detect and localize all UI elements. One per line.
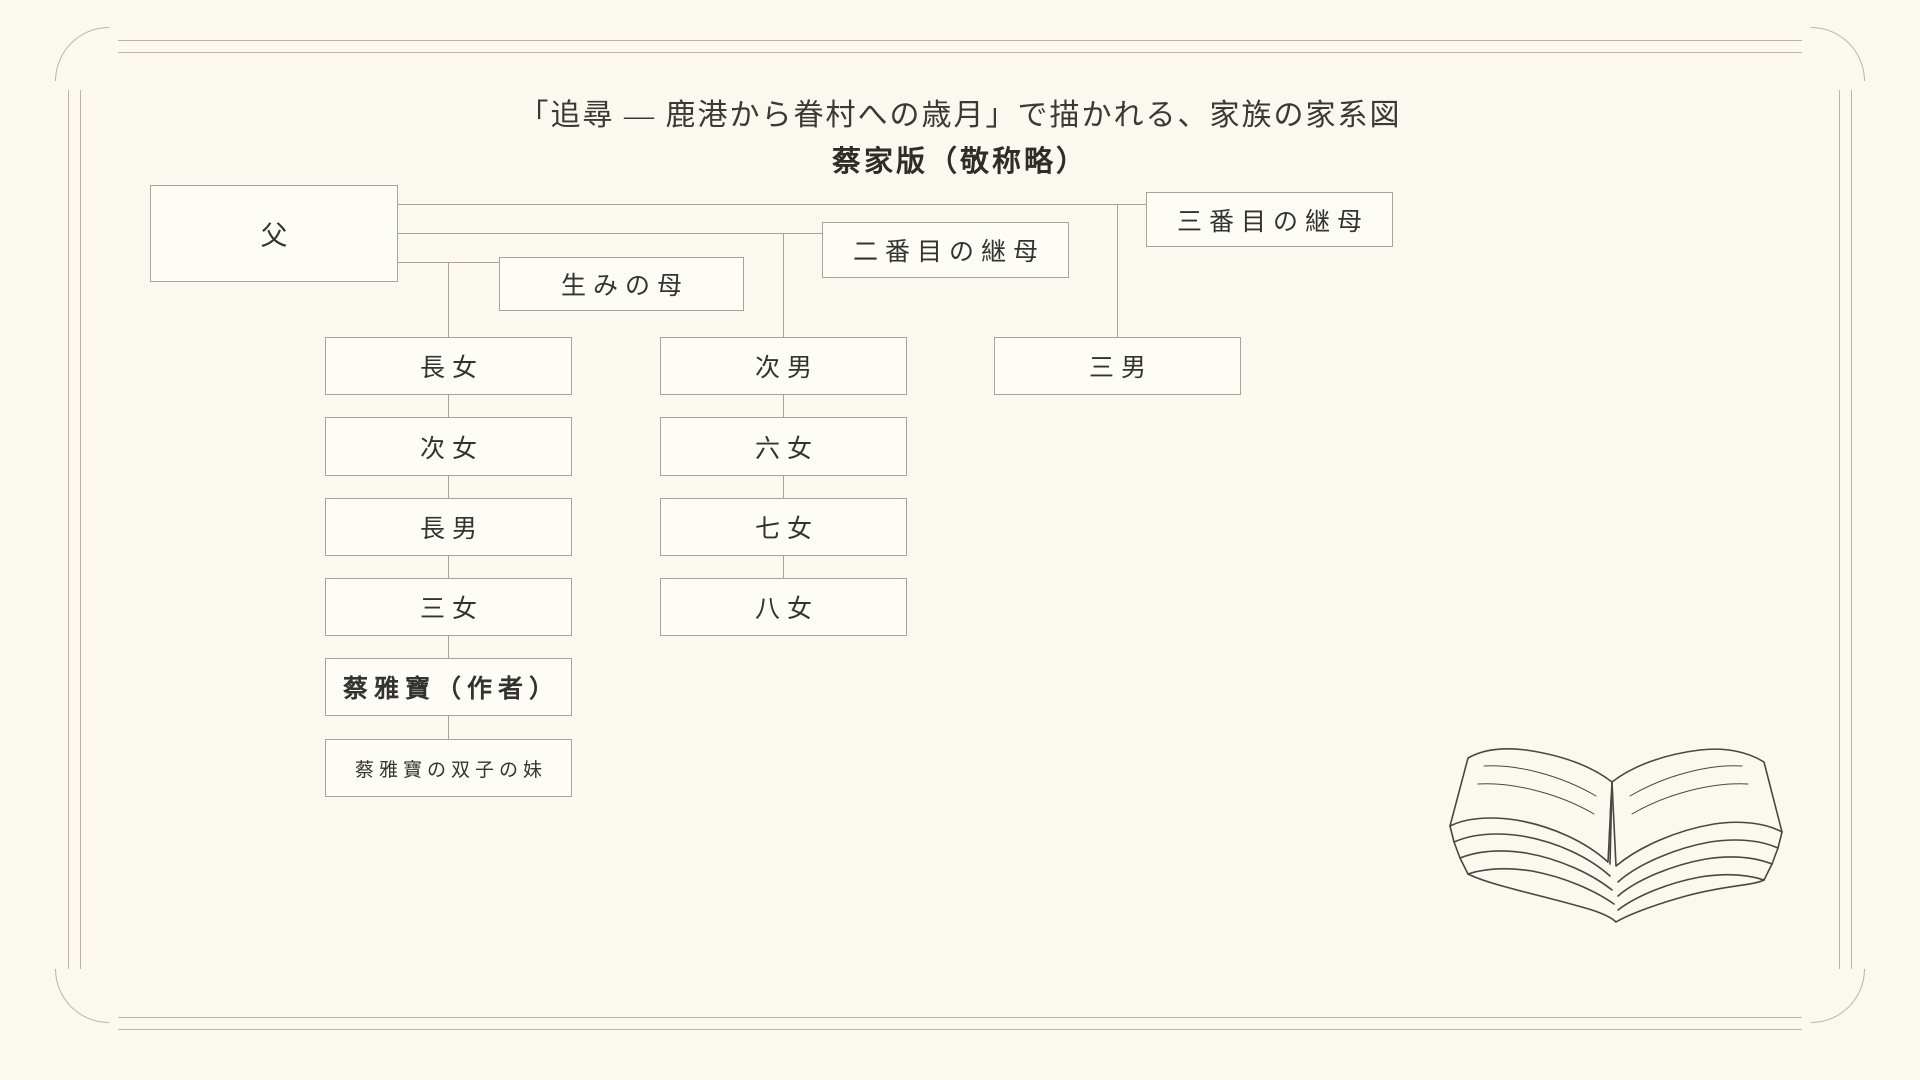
node-second-stepmother[interactable]: 二番目の継母: [822, 222, 1069, 278]
node-father[interactable]: 父: [150, 185, 398, 282]
connector-father-to-third-stepmother: [398, 204, 1148, 205]
frame-inner-border: [80, 52, 1840, 1018]
connector-left-3: [448, 556, 449, 582]
node-child-right-0[interactable]: 三男: [994, 337, 1241, 395]
node-third-stepmother[interactable]: 三番目の継母: [1146, 192, 1393, 247]
node-child-left-2[interactable]: 長男: [325, 498, 572, 556]
frame-outer-border: [68, 40, 1852, 1030]
node-child-left-5-twin-sister[interactable]: 蔡雅寶の双子の妹: [325, 739, 572, 797]
connector-father-to-second-stepmother: [398, 233, 823, 234]
node-child-middle-2[interactable]: 七女: [660, 498, 907, 556]
connector-drop-middle-column: [783, 233, 784, 337]
connector-middle-3: [783, 556, 784, 582]
connector-middle-2: [783, 476, 784, 502]
node-child-left-4-author[interactable]: 蔡雅寶（作者）: [325, 658, 572, 716]
node-birth-mother[interactable]: 生みの母: [499, 257, 744, 311]
connector-left-2: [448, 476, 449, 502]
connector-father-to-birth-mother: [398, 262, 500, 263]
page-subtitle: 蔡家版（敬称略）: [831, 146, 1088, 178]
node-child-left-1[interactable]: 次女: [325, 417, 572, 476]
connector-left-1: [448, 395, 449, 421]
node-child-middle-3[interactable]: 八女: [660, 578, 907, 636]
node-child-middle-0[interactable]: 次男: [660, 337, 907, 395]
page-title: 「追尋 — 鹿港から眷村への歳月」で描かれる、家族の家系図: [518, 99, 1402, 132]
connector-left-5: [448, 716, 449, 742]
node-child-middle-1[interactable]: 六女: [660, 417, 907, 476]
connector-drop-left-column: [448, 262, 449, 337]
connector-drop-right-column: [1117, 204, 1118, 337]
connector-left-4: [448, 636, 449, 662]
node-child-left-3[interactable]: 三女: [325, 578, 572, 636]
open-book-icon: [1449, 748, 1783, 923]
node-child-left-0[interactable]: 長女: [325, 337, 572, 395]
connector-middle-1: [783, 395, 784, 421]
